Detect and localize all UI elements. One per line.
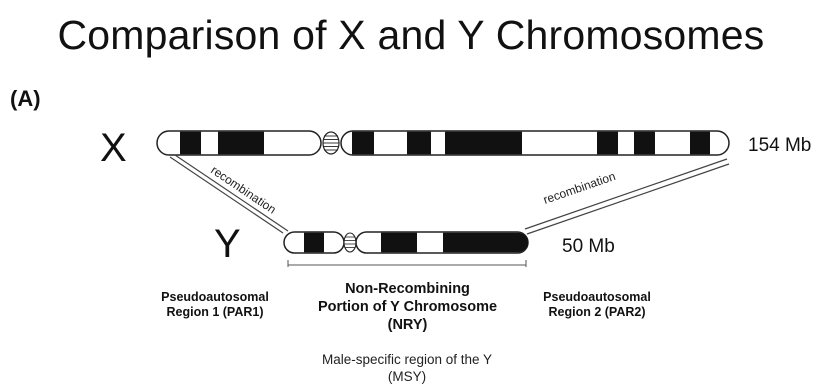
x-band <box>445 131 522 155</box>
x-band <box>634 131 655 155</box>
x-chromosome-label: X <box>100 126 127 170</box>
x-long-arm <box>340 130 730 156</box>
panel-label: (A) <box>10 86 41 111</box>
msy-label: Male-specific region of the Y (MSY) <box>292 351 522 385</box>
par1-label-line1: Pseudoautosomal <box>161 290 269 304</box>
nry-bracket <box>287 260 527 267</box>
nry-label-line2: Portion of Y Chromosome <box>317 299 498 315</box>
x-band <box>218 131 264 155</box>
y-chromosome-label: Y <box>214 222 241 266</box>
nry-label: Non-Recombining Portion of Y Chromosome … <box>315 280 500 334</box>
y-band <box>381 232 417 253</box>
y-chromosome-size: 50 Mb <box>562 236 615 257</box>
y-centromere <box>343 232 357 253</box>
x-band <box>597 131 618 155</box>
diagram-title: Comparison of X and Y Chromosomes <box>57 12 765 58</box>
x-band <box>352 131 374 155</box>
x-chromosome <box>156 130 730 156</box>
par2-label: Pseudoautosomal Region 2 (PAR2) <box>522 290 672 320</box>
x-chromosome-size: 154 Mb <box>748 135 812 156</box>
x-band <box>690 131 710 155</box>
x-band <box>180 131 201 155</box>
y-band <box>443 232 528 253</box>
msy-label-line1: Male-specific region of the Y <box>321 352 493 367</box>
recombination-line-right <box>524 158 730 235</box>
x-band <box>407 131 431 155</box>
nry-label-line1: Non-Recombining <box>345 281 470 297</box>
y-chromosome <box>283 231 529 254</box>
par1-label-line2: Region 1 (PAR1) <box>166 305 264 319</box>
par2-label-line1: Pseudoautosomal <box>543 290 651 304</box>
y-band <box>304 232 324 253</box>
msy-label-line2: (MSY) <box>387 369 427 384</box>
par2-label-line2: Region 2 (PAR2) <box>548 305 646 319</box>
par1-label: Pseudoautosomal Region 1 (PAR1) <box>140 290 290 320</box>
nry-label-line3: (NRY) <box>387 317 428 333</box>
recombination-line-left <box>169 154 289 234</box>
